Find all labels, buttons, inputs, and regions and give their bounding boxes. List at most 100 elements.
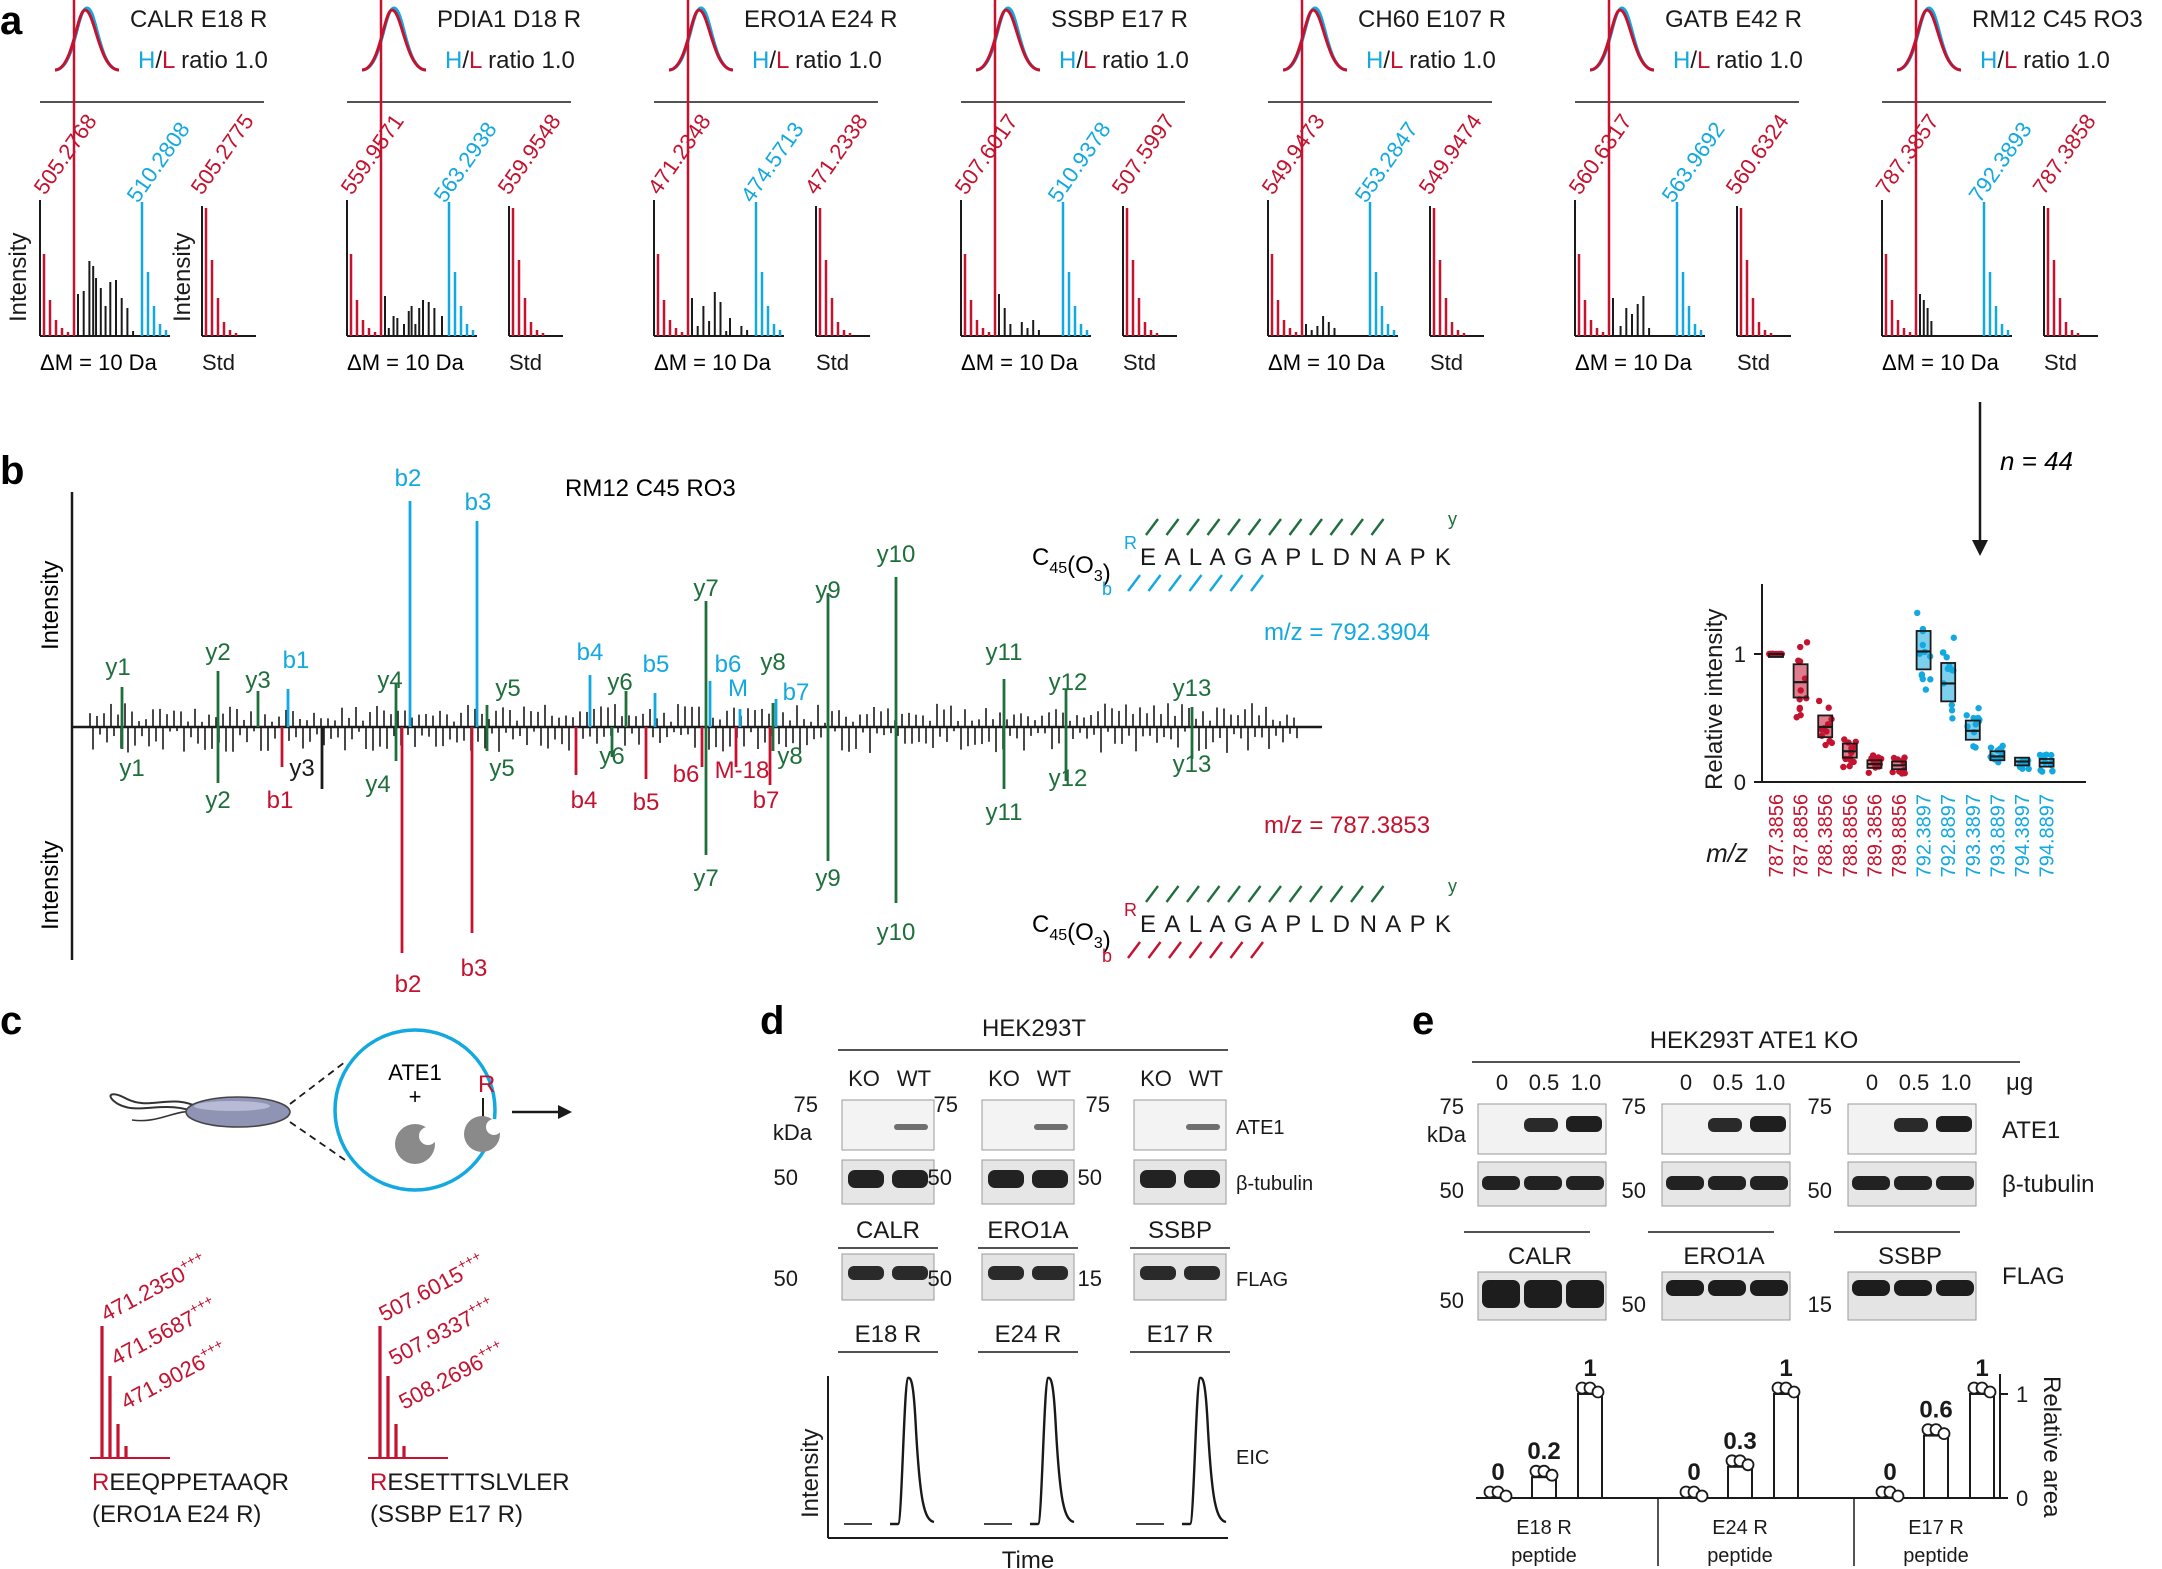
data-point-3: [1840, 763, 1847, 771]
mz-heavy: 474.5713: [736, 117, 809, 207]
data-point-2: [1815, 697, 1823, 705]
hl-ratio: H/L ratio 1.0: [1980, 47, 2110, 74]
top-ion-label-b4: b4: [577, 639, 604, 666]
top-ion-label-y10: y10: [877, 541, 916, 568]
circle-ate1: ATE1: [388, 1060, 441, 1085]
mz-bottom-label: m/z = 787.3853: [1264, 812, 1430, 839]
product-icon: [464, 1116, 502, 1152]
top-ion-label-b5: b5: [643, 651, 670, 678]
top-ion-label-b6: b6: [715, 651, 742, 678]
light-peak-icon: [1589, 8, 1655, 72]
e-unit-label: μg: [2006, 1069, 2033, 1096]
flag-band-wt: [1184, 1266, 1220, 1280]
bar-value-label-2-1: 0.6: [1919, 1397, 1952, 1424]
arginylated-r: R: [478, 1071, 495, 1098]
bottom-ion-label-y11: y11: [986, 799, 1023, 826]
eic-wt-trace: [1182, 1376, 1227, 1526]
data-point-2: [1822, 741, 1829, 749]
e-flag-label: FLAG: [2002, 1263, 2065, 1290]
data-point-10: [2025, 765, 2032, 773]
top-ion-label-b3: b3: [465, 489, 492, 516]
replicate-0-0-2: [1499, 1489, 1513, 1503]
std-label: Std: [509, 350, 542, 375]
std-label: Std: [1123, 350, 1156, 375]
panel-b-axes: Intensity Intensity: [37, 492, 1322, 960]
peptide-sequence: REEQPPETAAQR: [92, 1469, 289, 1496]
r-superscript: R: [1124, 533, 1137, 553]
data-point-3: [1841, 736, 1848, 743]
lane-ko: KO: [1140, 1066, 1172, 1091]
y-ion-tick: [1350, 518, 1364, 536]
box-xtick-label-1: 787.8856: [1791, 794, 1813, 877]
e-flag-band-1: [1894, 1280, 1932, 1296]
peptide-sequence: E A L A G A P L D N A P K: [1140, 544, 1452, 571]
eic-wt-trace: [1030, 1376, 1075, 1526]
b-ion-tick: [1127, 574, 1141, 592]
lane-ko: KO: [848, 1066, 880, 1091]
replicate-1-2-2: [1787, 1385, 1801, 1399]
data-point-8: [1975, 704, 1982, 712]
top-ion-label-b1: b1: [283, 647, 310, 674]
mz-top-label: m/z = 792.3904: [1264, 619, 1430, 646]
mz-heavy: 510.9378: [1043, 117, 1116, 207]
ate1-band: [894, 1124, 928, 1130]
top-ion-label-y5: y5: [495, 675, 520, 702]
panel-b-title: RM12 C45 RO3: [565, 475, 736, 502]
top-ion-label-y7: y7: [693, 575, 718, 602]
y-ion-tick: [1350, 885, 1364, 903]
panel-d-label: d: [760, 999, 784, 1043]
box-ytick-label: 1: [1734, 642, 1746, 667]
replicate-1-0-2: [1695, 1489, 1709, 1503]
hl-ratio: H/L ratio 1.0: [1673, 47, 1803, 74]
y-ion-tick: [1288, 518, 1303, 536]
top-ion-label-y3: y3: [245, 667, 270, 694]
y-ion-tick: [1329, 518, 1344, 536]
circle-plus: +: [409, 1084, 422, 1109]
mz-heavy: 792.3893: [1964, 117, 2037, 207]
e-mw-marker-1: 50: [1440, 1178, 1464, 1203]
y-ion-tick: [1247, 518, 1262, 536]
top-ion-label-y8: y8: [760, 649, 785, 676]
box-xtick-label-4: 789.3856: [1864, 794, 1886, 877]
d-peptide-label: E18 R: [855, 1321, 922, 1348]
box-ylabel: Relative intensity: [1701, 609, 1728, 790]
hl-ratio: H/L ratio 1.0: [1059, 47, 1189, 74]
light-peak-icon: [668, 8, 734, 72]
delta-m-label: ΔM = 10 Da: [1882, 350, 2000, 375]
bar-value-label-1-1: 0.3: [1723, 1428, 1756, 1455]
mz-light: 787.3857: [1871, 109, 1944, 199]
e-flag-band-0: [1482, 1280, 1520, 1308]
d-flag-label: FLAG: [1236, 1269, 1288, 1291]
std-label: Std: [202, 350, 235, 375]
light-peak-icon: [1282, 8, 1348, 72]
tubulin-band-ko: [848, 1170, 884, 1188]
mw-marker-7: 50: [1078, 1165, 1102, 1190]
lane-wt: WT: [1037, 1066, 1071, 1091]
b-ion-tick: [1188, 941, 1203, 959]
bottom-ion-label-y8: y8: [777, 743, 802, 770]
group-label-0: E18 R: [1516, 1517, 1572, 1539]
data-point-4: [1865, 769, 1872, 776]
e-protein-label: CALR: [1508, 1243, 1572, 1270]
e-tubulin-band-0: [1852, 1176, 1890, 1190]
hl-ratio: H/L ratio 1.0: [1366, 47, 1496, 74]
protein-site-name: ERO1A E24 R: [744, 6, 897, 33]
bottom-ion-label-M-18: M-18: [715, 757, 770, 784]
bar-value-label-1-2: 1: [1779, 1355, 1792, 1382]
y-ion-tick: [1206, 518, 1221, 536]
e-flag-band-1: [1524, 1280, 1562, 1308]
tubulin-band-ko: [1140, 1170, 1176, 1188]
ate1-band-05: [1708, 1118, 1742, 1132]
ate1-band: [1186, 1124, 1220, 1130]
bottom-ion-label-y2: y2: [205, 787, 230, 814]
e-flag-band-0: [1666, 1280, 1704, 1296]
y-ion-tick: [1206, 885, 1221, 903]
data-point-7: [1939, 649, 1947, 656]
panel-a-label: a: [0, 0, 23, 43]
bar-value-label-0-2: 1: [1583, 1355, 1596, 1382]
d-protein-label: CALR: [856, 1217, 920, 1244]
bottom-ion-label-y3: y3: [289, 755, 314, 782]
hl-ratio: H/L ratio 1.0: [138, 47, 268, 74]
